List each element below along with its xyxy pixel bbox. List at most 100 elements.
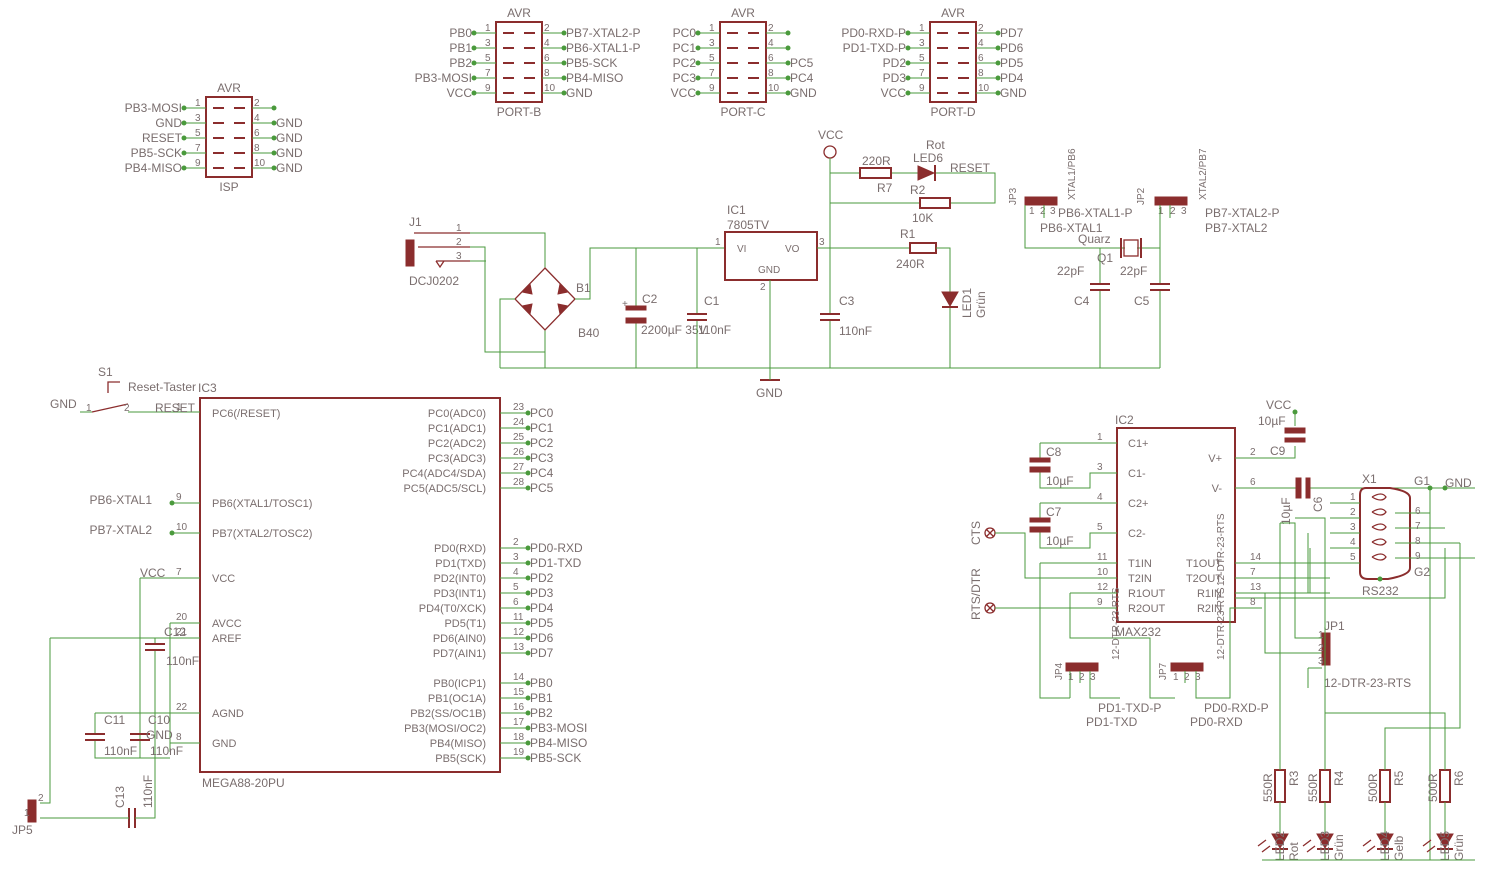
vert-label-c: 12-DTR-23-RTS	[1216, 513, 1227, 586]
mcu-right-pin-name: PB1(OC1A)	[428, 693, 486, 705]
mcu-right-pin-net: PC4	[530, 466, 554, 480]
jp2-pin-1: 1	[1158, 206, 1164, 217]
mcu-right-pin-junction	[525, 680, 531, 686]
mcu-right-pin-name: PD7(AIN1)	[433, 648, 486, 660]
ic3-body	[199, 397, 501, 773]
portd-pin-junction	[995, 30, 1001, 36]
portb-pin-junction	[561, 30, 567, 36]
ic1-vo: VO	[785, 244, 800, 255]
c10-value: 110nF	[150, 744, 183, 758]
led-bank-rays	[1422, 839, 1436, 853]
isp-pin-junction	[181, 105, 187, 111]
r2-value: 10K	[912, 211, 933, 225]
x1-pin-contact	[1371, 523, 1387, 531]
jp7-net-b: PD0-RXD	[1190, 715, 1243, 729]
jp3-pin-1: 1	[1029, 206, 1035, 217]
ic1-vi: VI	[737, 244, 746, 255]
c8-name: C8	[1046, 445, 1062, 459]
led-bank-diode	[1316, 833, 1334, 850]
isp-pin-number: 8	[254, 143, 260, 154]
portd-pin-junction	[905, 45, 911, 51]
ic2-right-pin-num: 14	[1250, 552, 1262, 563]
mcu-left-pin-name: AREF	[212, 633, 242, 645]
mcu-left-pin-num: 20	[176, 612, 188, 623]
mcu-right-pin-junction	[525, 740, 531, 746]
x1-pin-contact	[1371, 553, 1387, 561]
ic2-left-pin-name: R2OUT	[1128, 603, 1166, 615]
jp4-pin-3: 3	[1090, 672, 1096, 683]
isp-pin-junction	[271, 135, 277, 141]
portc-pin-junction	[785, 75, 791, 81]
portb-pin-junction	[471, 90, 477, 96]
c9-plate-a	[1284, 427, 1306, 434]
led-bank-led-color: Grün	[1452, 834, 1466, 861]
portb-pin-number: 4	[544, 38, 550, 49]
ic2-right-pin-num: 8	[1250, 597, 1256, 608]
jp4-net-b: PD1-TXD	[1086, 715, 1138, 729]
jp2-name: JP2	[1136, 187, 1147, 205]
mcu-right-pin-num: 16	[513, 702, 525, 713]
ic2-left-pin-name: T1IN	[1128, 558, 1152, 570]
jp3-name: JP3	[1008, 187, 1019, 205]
mcu-right-pin-junction	[525, 605, 531, 611]
jack-leads	[414, 232, 470, 269]
jack-wires	[470, 232, 546, 368]
jp1-pin-2: 2	[1318, 643, 1324, 654]
jp4-name: JP4	[1054, 662, 1065, 680]
c1-name: C1	[704, 294, 720, 308]
jp2-net-a: PB7-XTAL2-P	[1205, 206, 1279, 220]
mcu-right-pin-name: PD3(INT1)	[433, 588, 486, 600]
portc-pin-number: 8	[768, 68, 774, 79]
mcu-right-pin-name: PB3(MOSI/OC2)	[404, 723, 486, 735]
isp-pin-junction	[181, 135, 187, 141]
mcu-right-pin-junction	[525, 650, 531, 656]
mcu-right-pin-junction	[525, 725, 531, 731]
s1-reset: RESET	[155, 401, 196, 415]
portb-left-label: PB3-MOSI	[415, 71, 472, 85]
isp-pin-number: 5	[195, 128, 201, 139]
jp7-pin-3: 3	[1195, 672, 1201, 683]
c7-plate-a	[1029, 517, 1051, 523]
portb-pin-junction	[561, 75, 567, 81]
jp7-pin-1: 1	[1173, 672, 1179, 683]
portc-pin-junction	[695, 90, 701, 96]
q1-name: Q1	[1097, 251, 1113, 265]
mcu-right-pin-junction	[525, 575, 531, 581]
mcu-right-pin-net: PD1-TXD	[530, 556, 582, 570]
jp5-body	[27, 799, 37, 823]
x1-pin-contact	[1371, 493, 1387, 501]
portc-pin-number: 9	[709, 83, 715, 94]
portb-pin-junction	[471, 45, 477, 51]
ic3-name: IC3	[198, 381, 217, 395]
jp4-pin-2: 2	[1079, 672, 1085, 683]
portd-pin-number: 8	[978, 68, 984, 79]
led-bank-led-color: Grün	[1332, 834, 1346, 861]
c5-name: C5	[1134, 294, 1150, 308]
portc-pin-junction	[695, 45, 701, 51]
s1-pin-2: 2	[124, 403, 130, 414]
ic2-value: MAX232	[1115, 625, 1161, 639]
portc-left-label: VCC	[671, 86, 697, 100]
portc-header-avr: AVR	[731, 6, 755, 20]
portd-pin-junction	[905, 90, 911, 96]
portd-pin-number: 3	[919, 38, 925, 49]
jp1-wires	[1235, 517, 1461, 744]
mcu-left-pin-junction	[169, 500, 175, 506]
x1-value: RS232	[1362, 584, 1399, 598]
c12-value: 110nF	[166, 654, 199, 668]
portb-right-label: PB6-XTAL1-P	[566, 41, 640, 55]
jp7-name: JP7	[1158, 662, 1169, 680]
c2-name: C2	[642, 292, 658, 306]
mcu-right-pin-net: PD7	[530, 646, 554, 660]
portb-left-label: PB0	[449, 26, 472, 40]
jack-j1-body	[405, 239, 415, 267]
mcu-left-pin-name: PB6(XTAL1/TOSC1)	[212, 498, 312, 510]
jack-j1-name: J1	[409, 215, 422, 229]
cts-label: CTS	[969, 521, 983, 545]
jp5-name: JP5	[12, 823, 33, 837]
ic2-right-pin-name: T2OUT	[1186, 573, 1222, 585]
x1-pin-contact	[1371, 538, 1387, 546]
mcu-right-pin-junction	[525, 560, 531, 566]
c3-name: C3	[839, 294, 855, 308]
q1-plates	[1120, 238, 1142, 258]
